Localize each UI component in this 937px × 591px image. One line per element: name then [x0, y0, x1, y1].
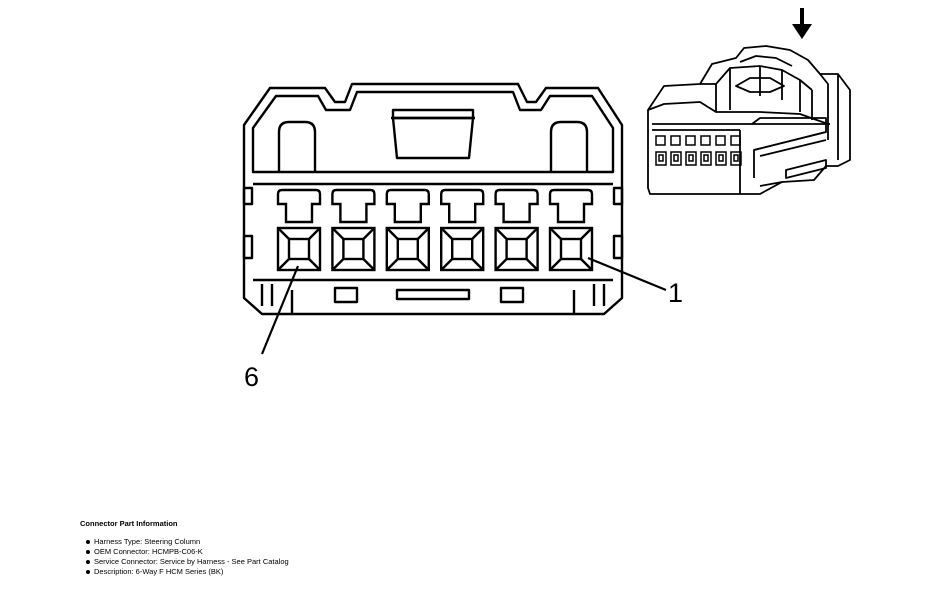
info-item-harness-type: Harness Type: Steering Column	[80, 537, 580, 547]
info-list: Harness Type: Steering Column OEM Connec…	[80, 537, 580, 577]
isometric-cavity	[655, 135, 667, 166]
isometric-cavities	[655, 135, 742, 166]
isometric-cavity	[670, 135, 682, 166]
cavity-3	[440, 188, 485, 272]
isometric-cavity	[685, 135, 697, 166]
info-item-description: Description: 6-Way F HCM Series (BK)	[80, 567, 580, 577]
pin-6-label: 6	[244, 362, 259, 392]
cavity-5	[331, 188, 376, 272]
cavity-4	[385, 188, 430, 272]
isometric-cavity	[730, 135, 742, 166]
info-item-service-connector: Service Connector: Service by Harness - …	[80, 557, 580, 567]
isometric-cavity	[700, 135, 712, 166]
info-item-oem-connector: OEM Connector: HCMPB-C06-K	[80, 547, 580, 557]
cavity-1	[548, 188, 594, 272]
terminal-cavities	[276, 188, 594, 272]
cavity-6	[276, 188, 322, 272]
info-title: Connector Part Information	[80, 519, 178, 528]
cavity-2	[494, 188, 539, 272]
connector-isometric-view	[647, 45, 851, 195]
connector-part-information: Connector Part Information Harness Type:…	[80, 519, 580, 577]
arrow-down-icon	[792, 8, 812, 39]
isometric-cavity	[715, 135, 727, 166]
pin-1-label: 1	[668, 278, 683, 308]
leader-lines	[260, 256, 667, 355]
connector-face	[242, 82, 624, 316]
